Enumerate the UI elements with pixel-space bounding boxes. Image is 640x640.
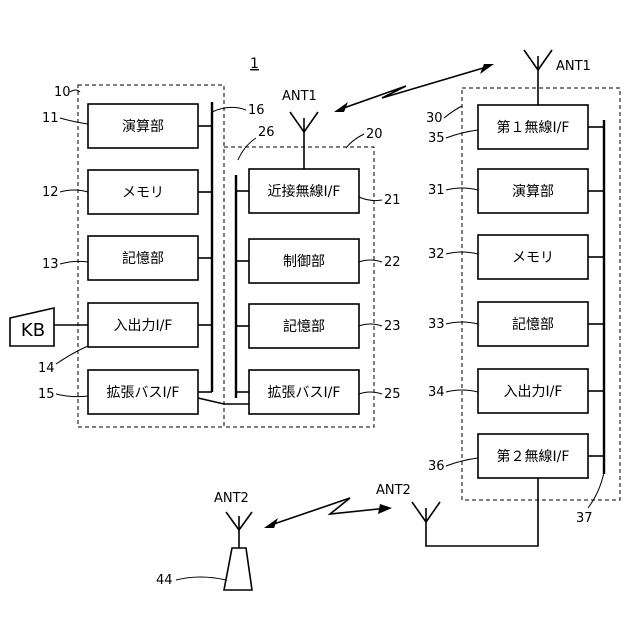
- leader-11: [60, 118, 88, 124]
- ref-31: 31: [428, 183, 445, 198]
- keyboard-label: KB: [21, 320, 45, 341]
- ref-44: 44: [156, 573, 173, 588]
- ref-10: 10: [54, 85, 71, 100]
- wireless-link-ant1-arrowhead: [480, 64, 494, 74]
- ant2-left-arm: [239, 512, 252, 530]
- leader-20: [346, 134, 364, 148]
- leader-22: [359, 260, 382, 262]
- leader-16: [212, 107, 246, 112]
- leader-26: [238, 138, 256, 160]
- ant2-right-feed: [426, 478, 538, 546]
- ant1-left-arm: [290, 112, 304, 132]
- block-expbus-20-label: 拡張バスI/F: [268, 385, 341, 401]
- leader-15: [56, 394, 88, 397]
- base-station-44: [224, 548, 252, 590]
- block-wireless2-30-label: 第２無線I/F: [497, 448, 570, 465]
- leader-13: [60, 261, 88, 264]
- ref-30: 30: [426, 111, 443, 126]
- block-io-10-label: 入出力I/F: [114, 318, 173, 334]
- block-nearfield-20-label: 近接無線I/F: [268, 183, 341, 200]
- ref-15: 15: [38, 387, 55, 402]
- ant2-right-label: ANT2: [376, 483, 411, 498]
- block-storage-10-label: 記憶部: [122, 250, 164, 267]
- ref-12: 12: [42, 185, 59, 200]
- block-storage-20-label: 記憶部: [283, 318, 325, 335]
- ref-13: 13: [42, 257, 59, 272]
- leader-12: [60, 190, 88, 192]
- ref-32: 32: [428, 247, 445, 262]
- ant1-right-arm: [538, 50, 552, 70]
- ref-37: 37: [576, 511, 593, 526]
- ref-25: 25: [384, 387, 401, 402]
- leader-23: [359, 324, 382, 326]
- ant2-left-label: ANT2: [214, 491, 249, 506]
- block-io-30-label: 入出力I/F: [504, 384, 563, 400]
- ant1-left-arm: [304, 112, 318, 132]
- ant2-left-arm: [226, 512, 239, 530]
- ref-22: 22: [384, 255, 401, 270]
- ref-35: 35: [428, 131, 445, 146]
- block-calc-30-label: 演算部: [512, 184, 554, 200]
- ant2-right-arm: [412, 502, 426, 522]
- leader-30: [444, 106, 462, 118]
- leader-14: [56, 346, 88, 364]
- ref-36: 36: [428, 459, 445, 474]
- wireless-link-ant2-arrowhead: [264, 518, 278, 528]
- wireless-link-ant1-arrowhead: [334, 102, 348, 112]
- leader-25: [359, 392, 382, 394]
- ref-20: 20: [366, 127, 383, 142]
- ref-21: 21: [384, 193, 401, 208]
- figure-label: 1: [250, 56, 259, 72]
- ant1-left-label: ANT1: [282, 89, 317, 104]
- block-storage-30-label: 記憶部: [512, 316, 554, 333]
- block-calc-10-label: 演算部: [122, 119, 164, 135]
- wireless-link-ant2: [268, 498, 388, 526]
- ref-14: 14: [38, 361, 55, 376]
- block-control-20-label: 制御部: [283, 254, 325, 270]
- ref-23: 23: [384, 319, 401, 334]
- leader-44: [176, 577, 226, 580]
- wireless-link-ant1: [338, 66, 490, 110]
- leader-37: [588, 472, 604, 508]
- ant2-right-arm: [426, 502, 440, 522]
- ref-26: 26: [258, 125, 275, 140]
- block-expbus-10-label: 拡張バスI/F: [107, 385, 180, 401]
- ant1-right-label: ANT1: [556, 59, 591, 74]
- ref-11: 11: [42, 111, 59, 126]
- ant1-right-arm: [524, 50, 538, 70]
- ref-33: 33: [428, 317, 445, 332]
- block-memory-10-label: メモリ: [122, 185, 164, 201]
- wireless-link-ant2-arrowhead: [378, 504, 392, 514]
- ref-34: 34: [428, 385, 445, 400]
- ref-16: 16: [248, 103, 265, 118]
- leader-21: [359, 197, 382, 201]
- block-wireless1-30-label: 第１無線I/F: [497, 119, 570, 136]
- block-memory-30-label: メモリ: [512, 250, 554, 266]
